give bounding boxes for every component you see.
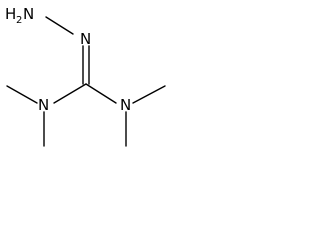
molecule-structure: H 2 N N N N — [5, 5, 166, 147]
bond-c-left-n — [53, 83, 87, 104]
amino-h-count: 2 — [16, 15, 22, 26]
bond-nh2-n — [45, 16, 74, 35]
amino-n-label: N — [23, 5, 34, 23]
bond-left-n-methyl-up — [6, 85, 38, 104]
amino-group-label: H 2 N — [5, 5, 34, 26]
imine-n-label: N — [80, 30, 91, 48]
bond-c-right-n — [85, 83, 117, 104]
amino-h-label: H — [5, 5, 16, 23]
bond-right-n-methyl-up — [132, 85, 166, 104]
left-n-label: N — [38, 96, 49, 114]
right-n-label: N — [120, 96, 131, 114]
